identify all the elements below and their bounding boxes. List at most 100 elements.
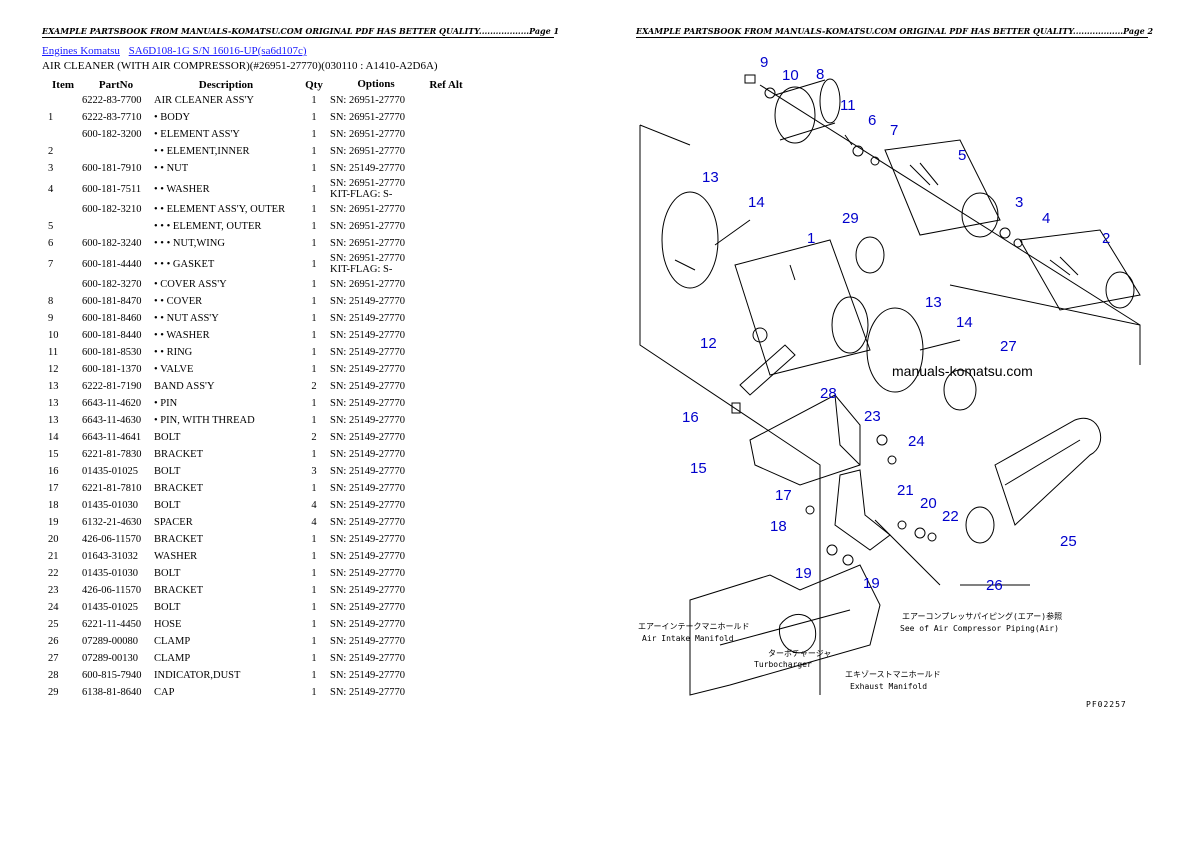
cell-refalt	[424, 218, 468, 235]
options-sn: SN: 25149-27770	[330, 449, 405, 460]
cell-item: 2	[48, 146, 54, 157]
options-sn: SN: 25149-27770	[330, 653, 405, 664]
callout-13: 13	[702, 169, 719, 186]
callout-18: 18	[770, 518, 787, 535]
exploded-parts-diagram: 9 10 8 11 6 7 5 13 14 29 1 3 4 2 13 14 1…	[638, 54, 1141, 709]
cell-description: SPACER	[154, 517, 193, 528]
cell-qty: 1	[311, 296, 317, 307]
cell-partno: 600-181-8470	[82, 296, 142, 307]
cell-options: SN: 25149-27770	[328, 531, 424, 548]
cell-qty: 1	[311, 687, 317, 698]
cell-qty: 1	[311, 95, 317, 106]
cell-refalt	[424, 293, 468, 310]
cell-refalt	[424, 395, 468, 412]
options-sn: SN: 25149-27770	[330, 619, 405, 630]
cell-item: 28	[48, 670, 59, 681]
cell-description: • • WASHER	[154, 330, 210, 341]
cell-item: 20	[48, 534, 59, 545]
cell-description: BRACKET	[154, 534, 204, 545]
cell-description: BOLT	[154, 432, 181, 443]
cell-item: 25	[48, 619, 59, 630]
cell-partno: 600-181-8460	[82, 313, 142, 324]
cell-partno: 600-181-4440	[82, 258, 142, 270]
cell-refalt	[424, 412, 468, 429]
compressor-label-jp: エアーコンプレッサパイピング(エアー)参照	[902, 611, 1062, 621]
cell-qty: 1	[311, 449, 317, 460]
cell-options: SN: 25149-27770	[328, 395, 424, 412]
cell-refalt	[424, 344, 468, 361]
cell-description: • • • GASKET	[154, 258, 215, 270]
cell-options: SN: 25149-27770	[328, 650, 424, 667]
cell-description: • PIN	[154, 398, 178, 409]
cell-description: • PIN, WITH THREAD	[154, 415, 255, 426]
cell-partno: 01435-01025	[82, 466, 138, 477]
cell-qty: 4	[311, 500, 317, 511]
cell-description: • • ELEMENT ASS'Y, OUTER	[154, 204, 286, 215]
cell-description: CLAMP	[154, 636, 191, 647]
callout-20: 20	[920, 495, 937, 512]
cell-qty: 1	[311, 129, 317, 140]
cell-qty: 1	[311, 330, 317, 341]
cell-options: SN: 25149-27770	[328, 310, 424, 327]
callout-3: 3	[1015, 194, 1023, 211]
cell-item: 23	[48, 585, 59, 596]
breadcrumb-link-model[interactable]: SA6D108-1G S/N 16016-UP(sa6d107c)	[128, 45, 307, 57]
cell-options: SN: 25149-27770	[328, 327, 424, 344]
cell-partno: 01435-01030	[82, 568, 138, 579]
cell-item: 9	[48, 313, 54, 324]
cell-qty: 1	[311, 653, 317, 664]
cell-description: BRACKET	[154, 585, 204, 596]
cell-partno: 600-181-8530	[82, 347, 142, 358]
cell-partno	[80, 218, 152, 235]
cell-refalt	[424, 582, 468, 599]
cell-qty: 1	[311, 670, 317, 681]
cell-item	[42, 276, 80, 293]
cell-refalt	[424, 235, 468, 252]
figure-code: PF02257	[1086, 700, 1127, 709]
options-sn: SN: 25149-27770	[330, 381, 405, 392]
callout-29: 29	[842, 210, 859, 227]
cell-refalt	[424, 650, 468, 667]
cell-qty: 1	[311, 347, 317, 358]
options-sn: SN: 26951-27770	[330, 146, 405, 157]
cell-partno: 6221-81-7810	[82, 483, 142, 494]
cell-description: BOLT	[154, 602, 181, 613]
cell-partno: 6643-11-4620	[82, 398, 142, 409]
cell-partno: 01435-01030	[82, 500, 138, 511]
cell-qty: 1	[311, 551, 317, 562]
cell-options: SN: 26951-27770	[328, 126, 424, 143]
cell-options: SN: 25149-27770	[328, 160, 424, 177]
page-header-left: EXAMPLE PARTSBOOK FROM MANUALS-KOMATSU.C…	[42, 26, 560, 38]
cell-partno: 6643-11-4641	[82, 432, 142, 443]
cell-options: SN: 25149-27770	[328, 582, 424, 599]
col-header-partno: PartNo	[98, 78, 134, 91]
cell-description: BRACKET	[154, 483, 204, 494]
cell-options: SN: 25149-27770	[328, 378, 424, 395]
cell-options: SN: 25149-27770	[328, 446, 424, 463]
cell-refalt	[424, 276, 468, 293]
cell-options: SN: 26951-27770	[328, 235, 424, 252]
breadcrumb-link-engines[interactable]: Engines Komatsu	[42, 45, 120, 57]
options-sn: SN: 26951-27770	[330, 129, 405, 140]
callout-5: 5	[958, 147, 966, 164]
cell-refalt	[424, 177, 468, 201]
cell-description: • • WASHER	[154, 183, 210, 195]
cell-qty: 1	[311, 483, 317, 494]
turbo-label-jp: ターボチャージャ	[768, 649, 831, 658]
callout-15: 15	[690, 460, 707, 477]
table-header-row: Item PartNo Description Qty Options Ref …	[42, 77, 468, 92]
options-sn: SN: 25149-27770	[330, 585, 405, 596]
